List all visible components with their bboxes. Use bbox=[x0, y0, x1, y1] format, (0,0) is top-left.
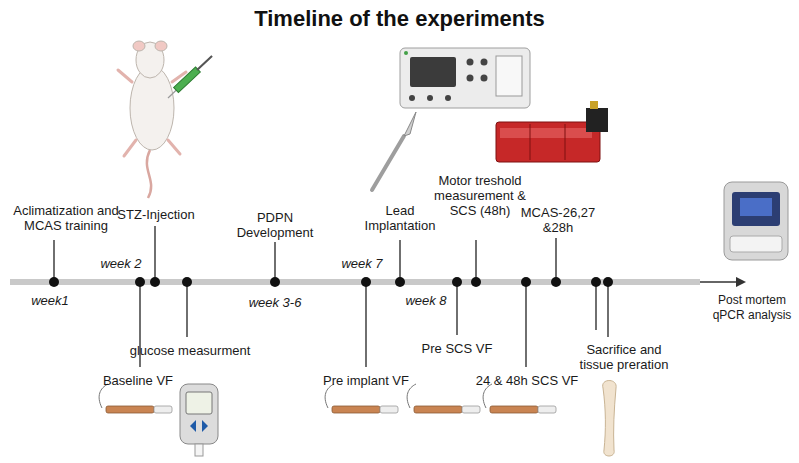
mcas-device bbox=[496, 101, 608, 162]
timeline-label: Motor treshold measurement & SCS (48h) bbox=[424, 173, 536, 218]
week-label: week1 bbox=[20, 293, 80, 308]
timeline-label: glucose measurment bbox=[120, 343, 260, 358]
von-frey-filament bbox=[325, 384, 398, 413]
scalpel bbox=[372, 112, 416, 190]
von-frey-filament bbox=[407, 384, 480, 413]
timeline-label: Baseline VF bbox=[88, 373, 188, 388]
qpcr-machine bbox=[724, 182, 788, 260]
timeline-label: STZ-Injection bbox=[106, 207, 206, 222]
tick-stems bbox=[54, 226, 608, 367]
bone-tissue bbox=[603, 381, 616, 457]
tick-dots bbox=[49, 277, 613, 287]
timeline-label: Post mortem qPCR analysis bbox=[709, 293, 795, 323]
rat-illustration bbox=[118, 41, 212, 198]
glucometer bbox=[180, 384, 218, 456]
timeline-arrow bbox=[700, 281, 744, 283]
timeline-label: 24 & 48h SCS VF bbox=[472, 373, 582, 388]
timeline-label: Pre SCS VF bbox=[412, 341, 502, 356]
timeline-label: MCAS-26,27 &28h bbox=[514, 205, 602, 235]
diagram-title: Timeline of the experiments bbox=[0, 6, 799, 32]
stimulator-device bbox=[400, 48, 530, 108]
von-frey-filament bbox=[483, 384, 556, 413]
week-label: week 2 bbox=[91, 256, 151, 271]
week-label: week 7 bbox=[332, 256, 392, 271]
timeline-label: Pre implant VF bbox=[311, 373, 421, 388]
week-label: week 3-6 bbox=[240, 295, 310, 310]
timeline-label: Lead Implantation bbox=[357, 203, 443, 233]
week-label: week 8 bbox=[396, 293, 456, 308]
von-frey-filament bbox=[99, 384, 172, 413]
timeline-label: Sacrifice and tissue preration bbox=[572, 342, 676, 372]
timeline-label: PDPN Development bbox=[227, 210, 323, 240]
timeline-label: Aclimatization and MCAS training bbox=[4, 203, 128, 233]
